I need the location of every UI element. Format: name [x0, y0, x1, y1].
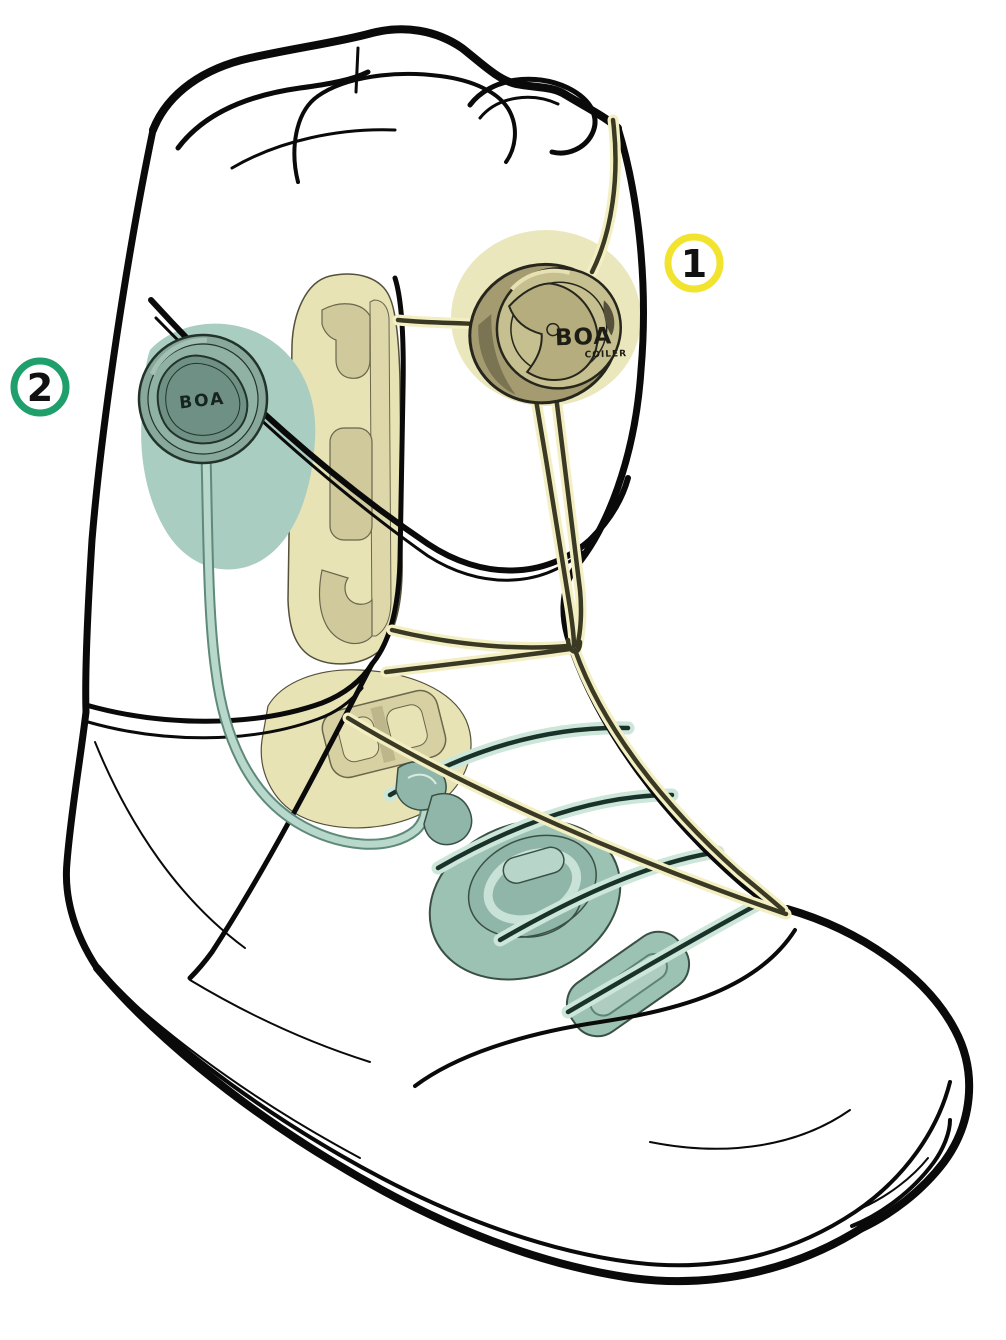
toe-cable-2 [435, 792, 675, 871]
callout-1-ring [664, 233, 724, 293]
boot-linework [62, 25, 974, 1286]
toe-cable-3 [497, 849, 721, 943]
dial2-brand-text: BOA [178, 389, 226, 414]
callout-2-number: 2 [27, 366, 53, 410]
heel-diagonal-seam [187, 661, 375, 981]
toe-cable-4 [565, 897, 769, 1015]
callout-2: 2 [10, 357, 70, 417]
callout-1-number: 1 [681, 242, 707, 286]
midsole-seam [103, 973, 952, 1268]
upper-zone-harness-panel [287, 273, 403, 665]
instep-cable [345, 715, 789, 917]
shaft-back-edge [82, 126, 157, 716]
upper-zone-cables [342, 114, 792, 920]
cuff-outline [149, 25, 622, 134]
dial1-brand-text: BOA [555, 323, 613, 351]
dial1-model-text: COILER [585, 349, 628, 360]
sole-outline [93, 964, 886, 1286]
back-tab [292, 71, 517, 184]
lower-zone-guides [395, 761, 473, 846]
boa-dial-lower: BOA [137, 333, 269, 465]
lower-zone-lace-loop [200, 446, 431, 850]
callout-2-ring [10, 357, 70, 417]
side-panel-seam [413, 928, 797, 1088]
shaft-bottom-seam [83, 661, 375, 724]
heel-edge [62, 708, 101, 972]
callout-1: 1 [664, 233, 724, 293]
boa-dial-upper: BOA COILER [468, 262, 628, 405]
toe-cap [783, 905, 974, 1233]
